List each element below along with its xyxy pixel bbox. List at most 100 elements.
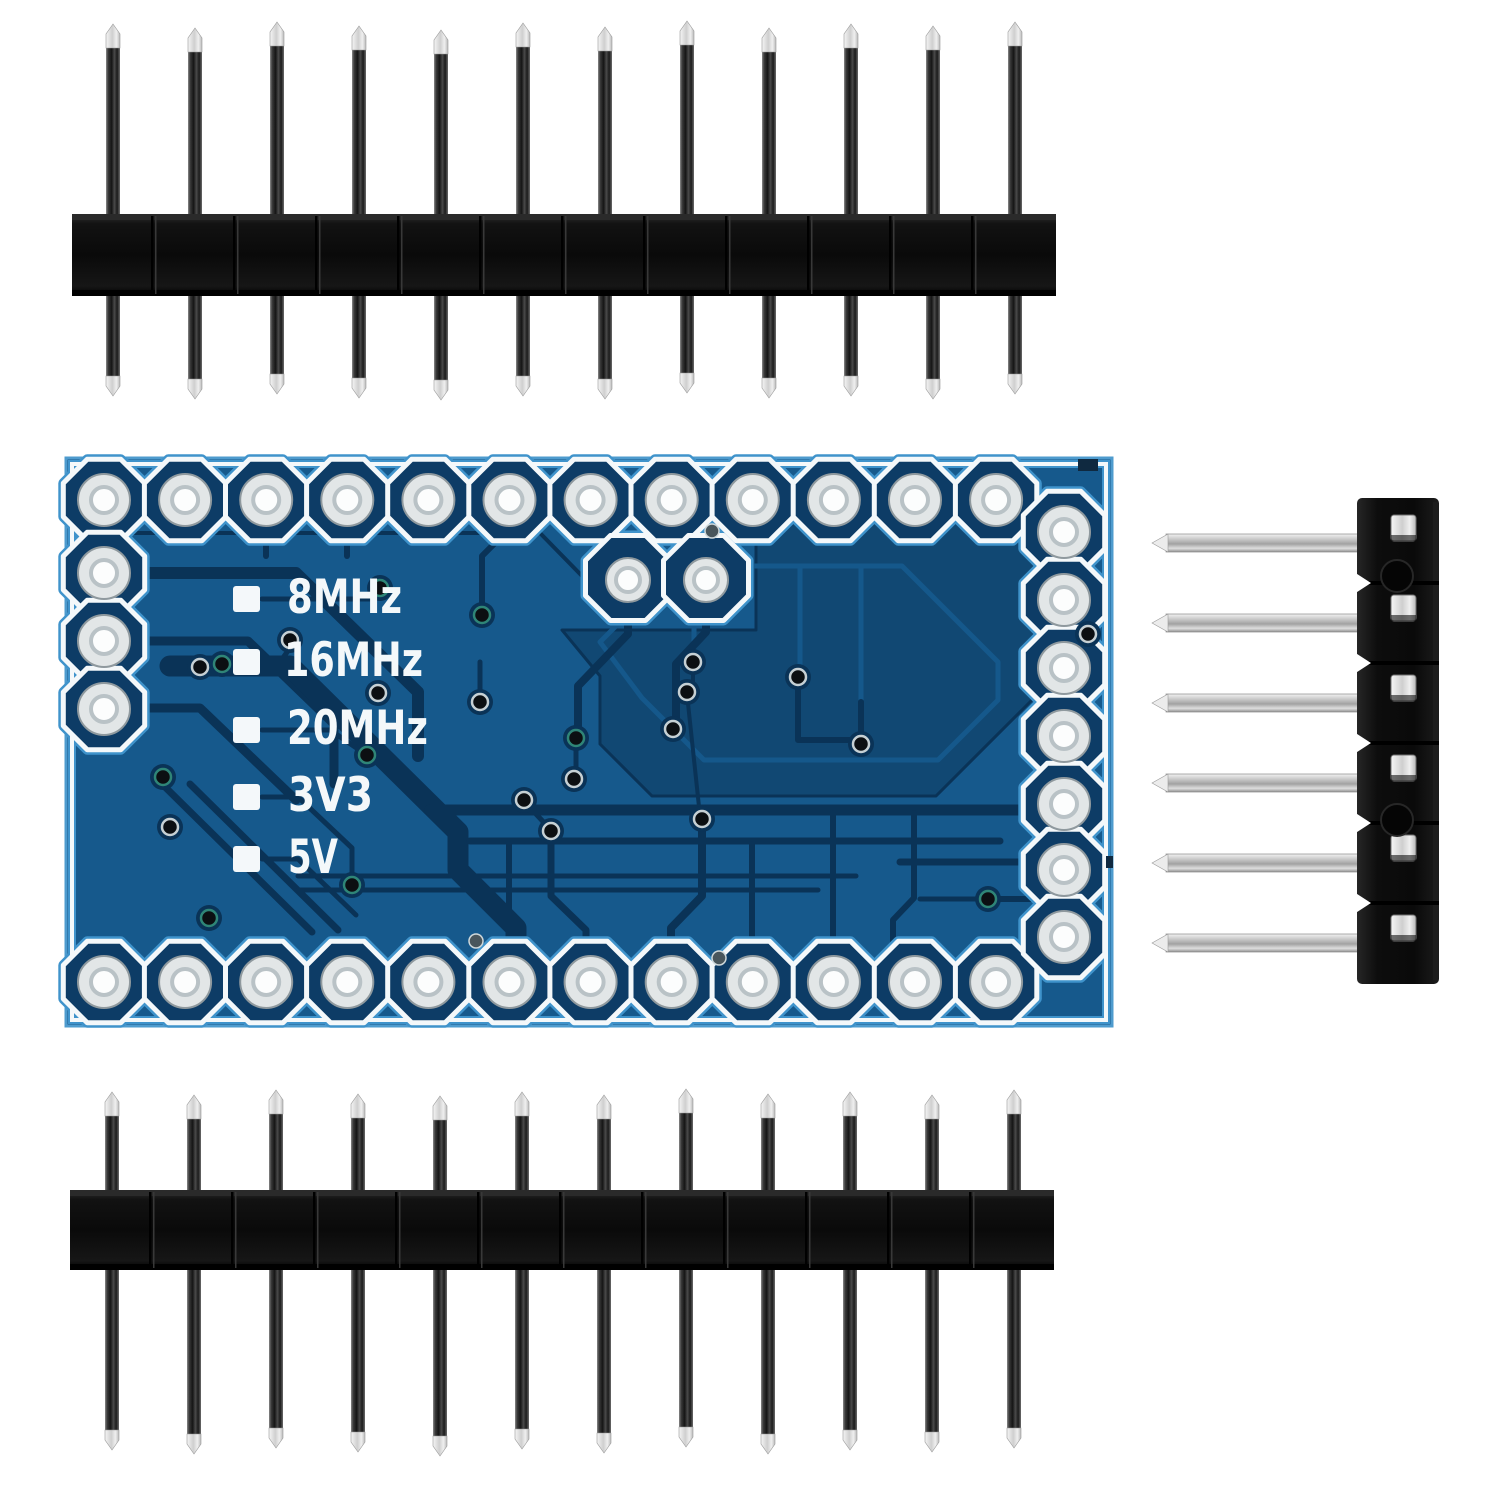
- header-body-seam: [149, 1192, 152, 1268]
- header-body-seam: [479, 216, 482, 294]
- through-hole: [1049, 922, 1079, 952]
- edge-via-dot: [704, 523, 720, 539]
- through-hole: [981, 485, 1012, 515]
- header-pin-shaft: [843, 1112, 857, 1194]
- header-pin-tip: [843, 23, 859, 49]
- header-body-seam: [889, 216, 892, 294]
- header-body-seam: [725, 216, 728, 294]
- header-pin-shaft: [269, 1266, 283, 1430]
- silkscreen-option-square: [233, 649, 260, 675]
- through-hole: [575, 967, 606, 997]
- right-header-pin-square-shadow: [1391, 615, 1416, 621]
- silkscreen-label-5v: 5V: [288, 830, 338, 885]
- header-plastic-body: [70, 1190, 1054, 1270]
- silkscreen-labels: 8MHz 16MHz 20MHz 3V3 5V: [284, 570, 428, 885]
- right-header-body-notch: [1354, 732, 1371, 754]
- header-pin-shaft: [188, 292, 202, 381]
- header-pin-tip: [596, 1094, 612, 1120]
- silkscreen-label-8mhz: 8MHz: [287, 570, 402, 625]
- header-body-seam: [641, 1192, 644, 1268]
- through-hole: [575, 485, 606, 515]
- header-pin-tip: [514, 1428, 530, 1450]
- header-pin-shaft: [434, 292, 448, 382]
- header-pin-shaft: [843, 1266, 857, 1432]
- right-header-body-notch: [1354, 572, 1371, 594]
- header-pin-tip: [104, 1429, 120, 1451]
- header-pin-shaft: [761, 1114, 775, 1194]
- crystal-hole: [692, 566, 720, 594]
- pcb-trace: [159, 655, 527, 979]
- header-pin-shaft: [269, 1110, 283, 1194]
- silkscreen-label-16mhz: 16MHz: [284, 633, 423, 688]
- header-body-seam-highlight: [237, 216, 239, 294]
- right-header-mold-circle: [1380, 559, 1414, 593]
- via: [566, 728, 586, 748]
- silkscreen-label-3v3: 3V3: [288, 768, 373, 823]
- bottom-pin-header-12pin: [70, 1088, 1054, 1457]
- through-hole: [89, 485, 119, 515]
- via: [280, 630, 300, 650]
- right-header-pin-tip: [1151, 693, 1169, 713]
- header-pin-shaft: [352, 46, 366, 218]
- header-pin-shaft: [925, 1266, 939, 1434]
- header-pin-tip: [268, 1427, 284, 1449]
- header-pin-shaft: [1008, 292, 1022, 376]
- via: [564, 769, 584, 789]
- header-pin-shaft: [188, 48, 202, 218]
- header-pin-shaft: [105, 1266, 119, 1432]
- pcb-trace: [890, 810, 917, 951]
- header-pin-shaft: [762, 48, 776, 218]
- right-header-pin-shaft: [1165, 773, 1363, 793]
- right-header-body-seam: [1357, 661, 1439, 665]
- header-body-seam: [969, 1192, 972, 1268]
- header-pin-shaft: [187, 1266, 201, 1436]
- header-body-shade: [70, 1264, 1054, 1270]
- header-body-seam-highlight: [401, 216, 403, 294]
- header-pin-shaft: [679, 1266, 693, 1429]
- header-pin-shaft: [598, 47, 612, 218]
- header-pin-tip: [186, 1094, 202, 1120]
- right-header-body-notch: [1354, 892, 1371, 914]
- through-hole: [413, 967, 444, 997]
- via: [851, 734, 871, 754]
- header-body-seam-highlight: [975, 216, 977, 294]
- via: [514, 790, 534, 810]
- header-pin-shaft: [433, 1116, 447, 1194]
- right-header-pin-tip: [1151, 533, 1169, 553]
- via: [978, 889, 998, 909]
- silkscreen-label-20mhz: 20MHz: [287, 701, 428, 756]
- header-pin-tip: [186, 1433, 202, 1455]
- through-hole: [656, 967, 687, 997]
- header-body-seam-highlight: [727, 1192, 729, 1268]
- through-hole: [494, 967, 525, 997]
- header-pin-shaft: [515, 1112, 529, 1194]
- header-body-seam: [397, 216, 400, 294]
- pcb-trace: [259, 645, 293, 665]
- header-pin-shaft: [680, 292, 694, 375]
- header-plastic-body: [72, 214, 1056, 296]
- header-body-seam: [805, 1192, 808, 1268]
- header-body-seam: [971, 216, 974, 294]
- right-header-pin-tip: [1151, 933, 1169, 953]
- header-body-seam: [887, 1192, 890, 1268]
- right-header-pin-square-shadow: [1391, 535, 1416, 541]
- header-body-seam-highlight: [809, 1192, 811, 1268]
- header-pin-shaft: [925, 1115, 939, 1194]
- header-pin-shaft: [926, 46, 940, 218]
- header-pin-shaft: [844, 292, 858, 378]
- via: [470, 692, 490, 712]
- header-pin-tip: [269, 373, 285, 395]
- header-body-seam: [315, 216, 318, 294]
- pcb-trace: [795, 676, 859, 743]
- silkscreen-option-square: [233, 586, 260, 612]
- through-hole: [737, 485, 768, 515]
- header-body-seam: [231, 1192, 234, 1268]
- right-header-pin-shaft: [1165, 933, 1363, 953]
- header-pin-tip: [842, 1429, 858, 1451]
- via: [153, 767, 173, 787]
- right-header-pin-shaft: [1165, 613, 1363, 633]
- through-hole: [89, 558, 119, 588]
- crystal-hole: [614, 566, 642, 594]
- header-pin-tip: [104, 1091, 120, 1117]
- right-header-pin-square-shadow: [1391, 695, 1416, 701]
